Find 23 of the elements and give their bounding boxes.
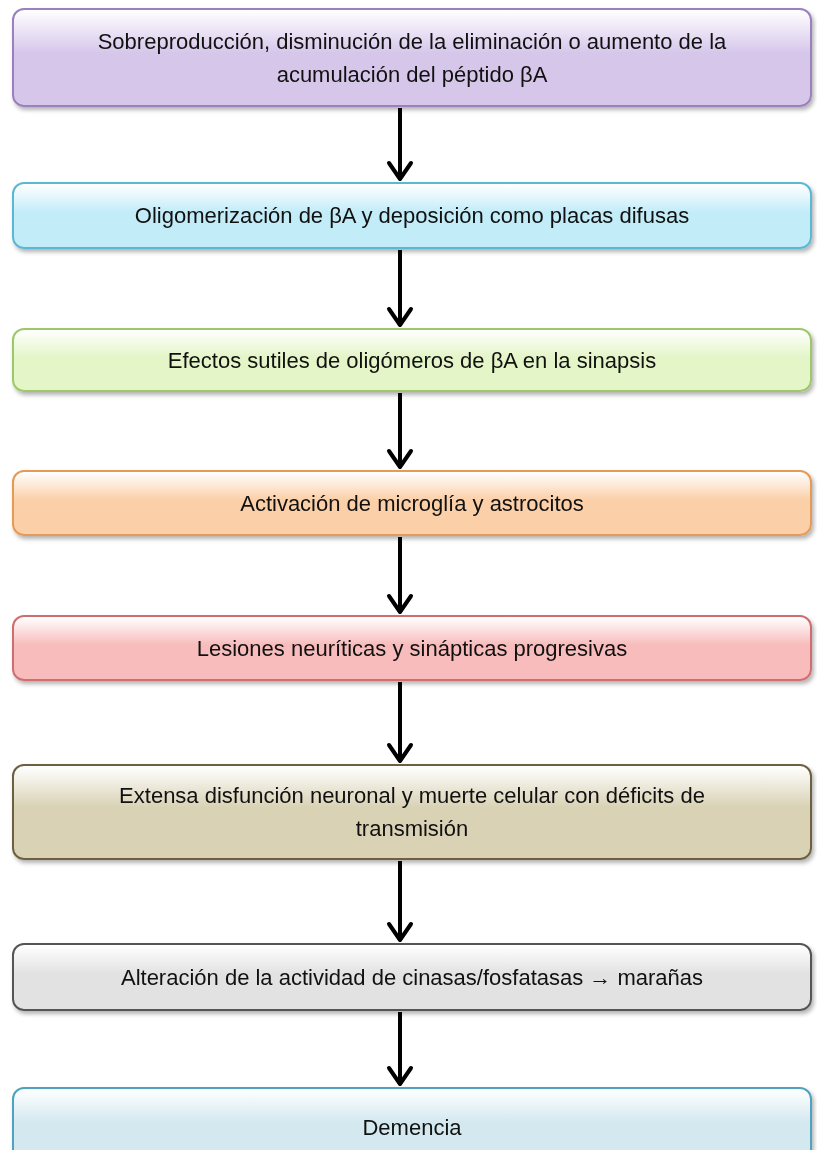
arrow [387, 250, 413, 327]
process-box [12, 8, 812, 107]
step-text: Alteración de la actividad de cinasas/fosfatasas → marañas [120, 963, 704, 992]
process-box [12, 943, 812, 1011]
arrow [387, 682, 413, 763]
step-text: Demencia [362, 1113, 462, 1142]
step-text: Sobreproducción, disminución de la eliminación o aumento de la acumulación del péptido βA [96, 27, 728, 89]
process-box [12, 182, 812, 249]
arrow [387, 1012, 413, 1086]
step-text: Efectos sutiles de oligómeros de βA en la sinapsis [167, 346, 657, 375]
arrow [387, 393, 413, 469]
step-text: Lesiones neuríticas y sinápticas progresivas [196, 634, 628, 663]
process-box [12, 764, 812, 860]
process-box [12, 470, 812, 536]
process-box [12, 328, 812, 392]
arrow [387, 108, 413, 181]
arrow [387, 861, 413, 942]
step-text: Extensa disfunción neuronal y muerte celular con déficits de transmisión [118, 782, 706, 843]
step-text: Oligomerización de βA y deposición como placas difusas [134, 202, 690, 230]
step-text: Activación de microglía y astrocitos [240, 489, 584, 518]
arrow [387, 537, 413, 614]
process-box [12, 1087, 812, 1150]
process-box [12, 615, 812, 681]
